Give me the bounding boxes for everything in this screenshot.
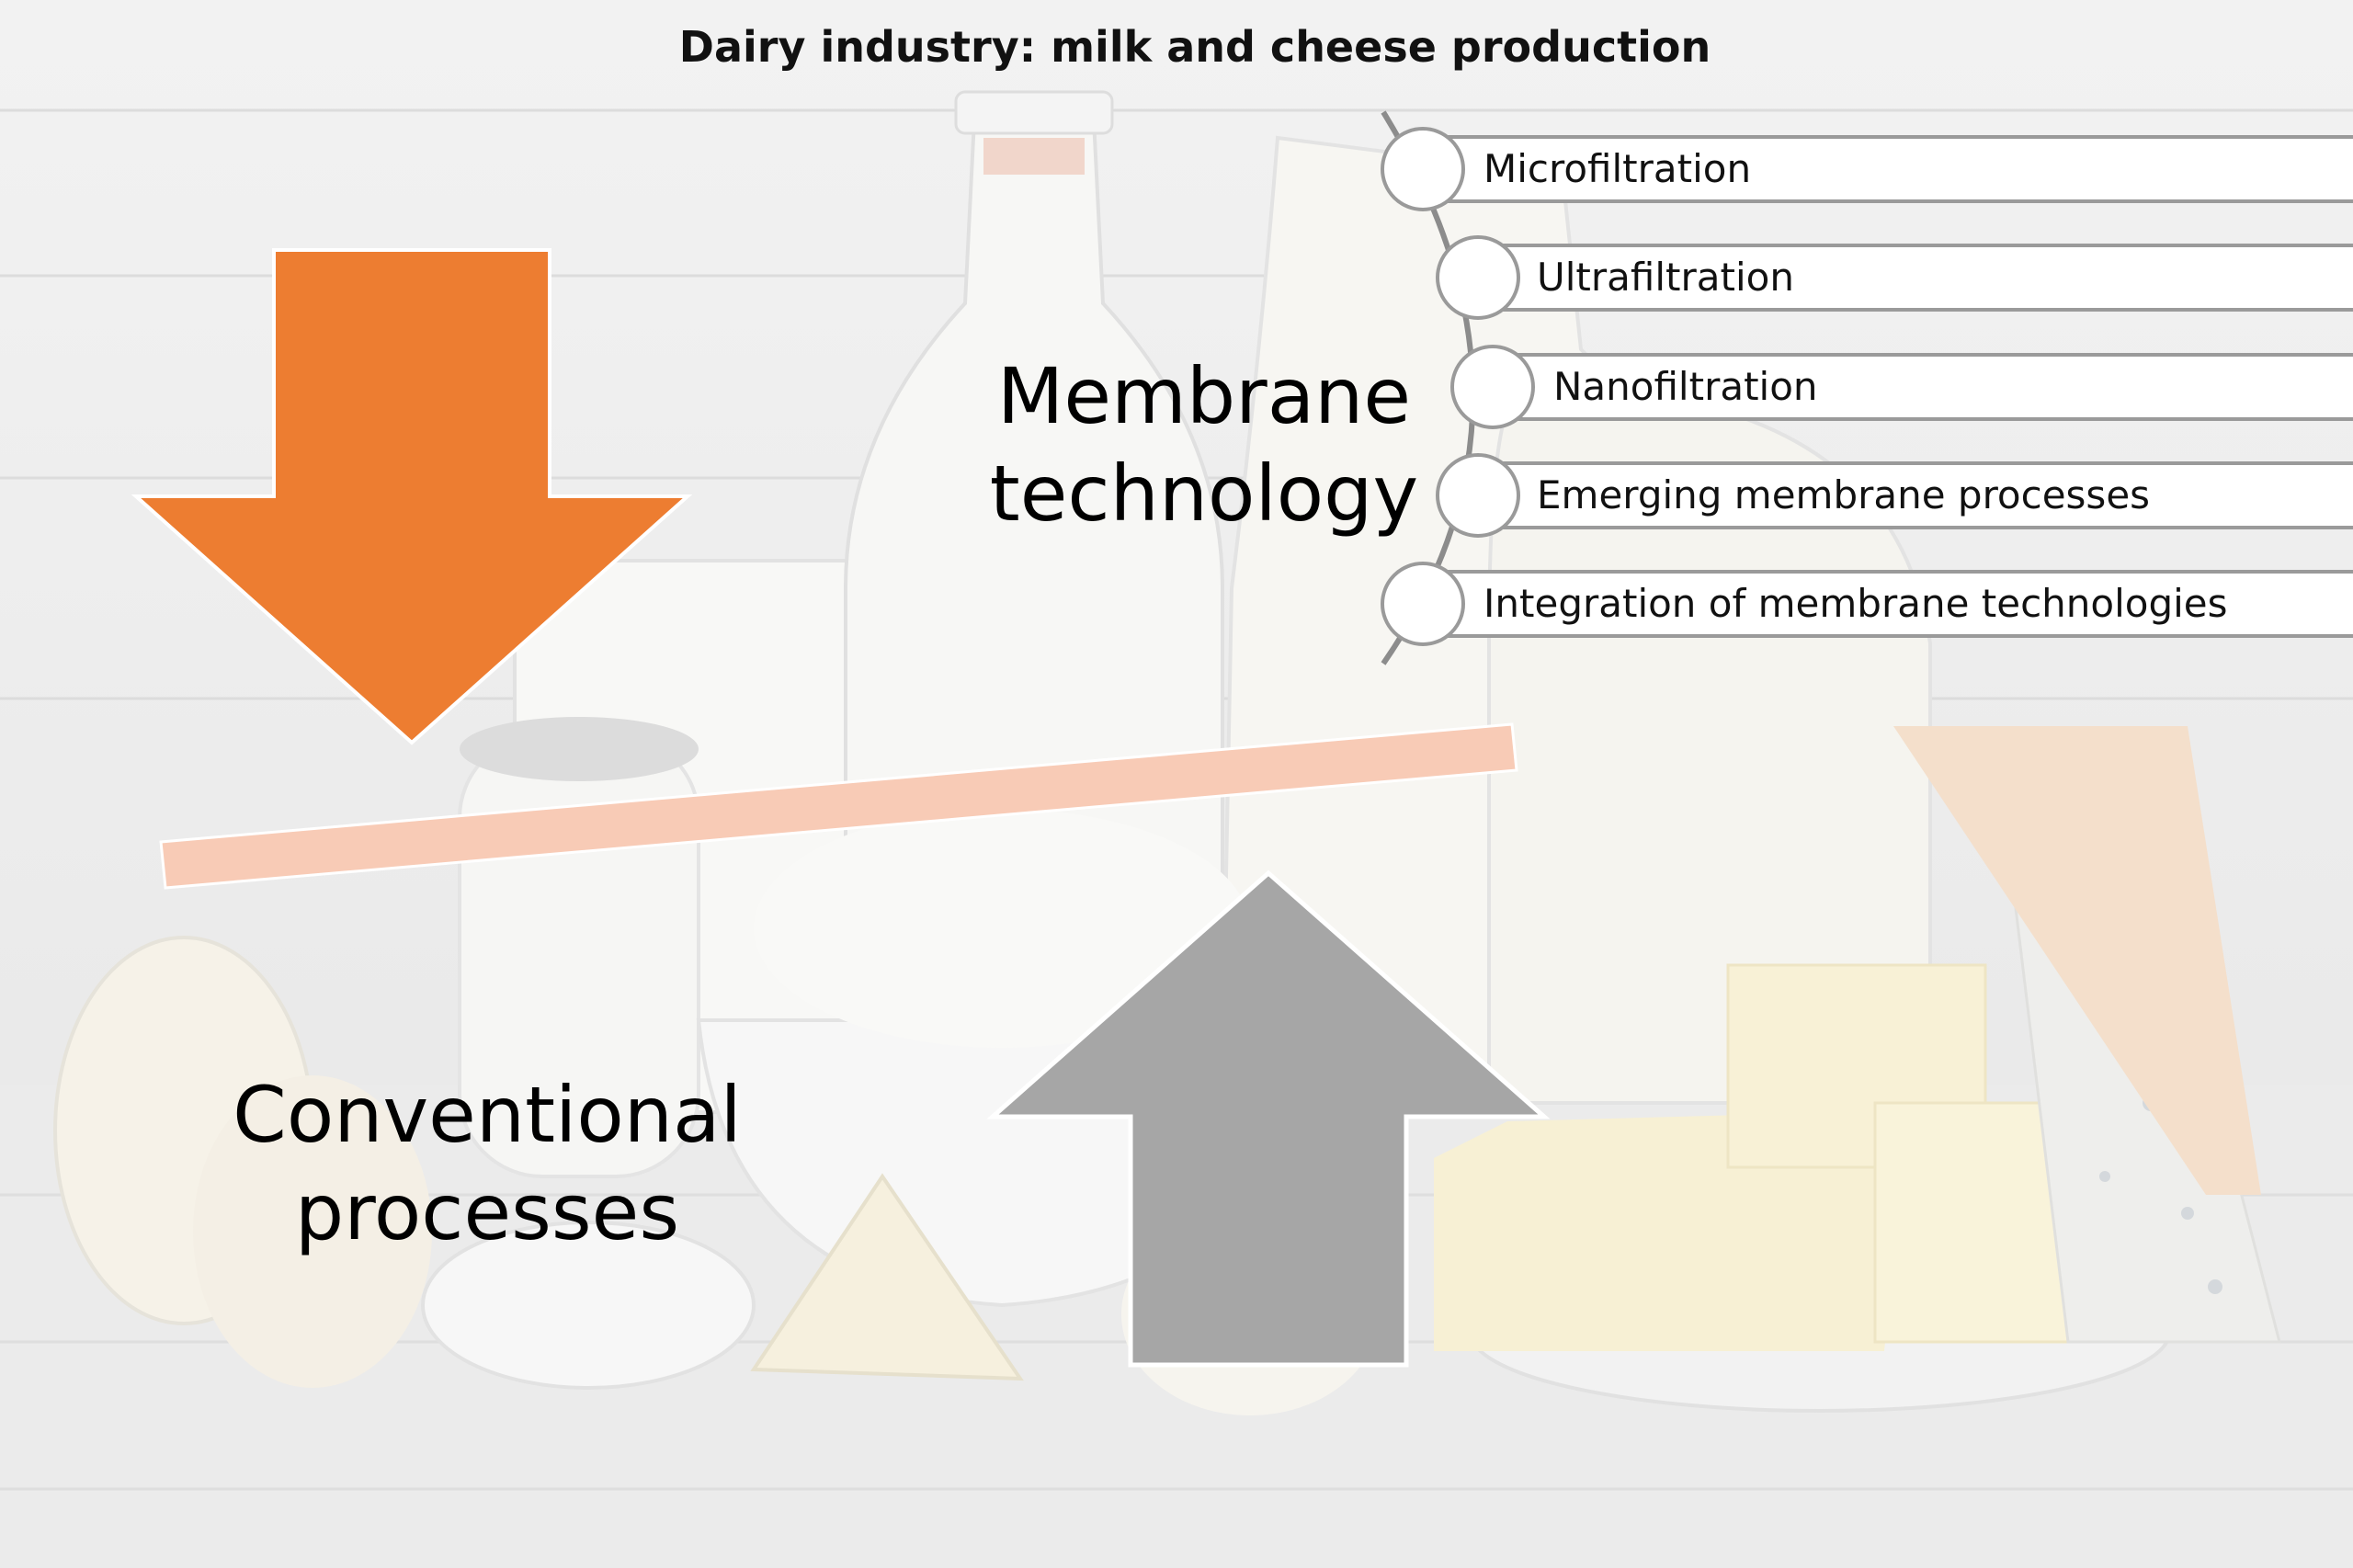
process-item-nanofiltration: Nanofiltration bbox=[1553, 364, 1818, 409]
process-item-ultrafiltration: Ultrafiltration bbox=[1537, 255, 1794, 300]
process-bar-1 bbox=[1427, 135, 2353, 203]
membrane-technology-label: Membrane technology bbox=[956, 347, 1452, 542]
process-bar-4 bbox=[1482, 461, 2353, 529]
conventional-label-line-1: Conventional bbox=[233, 1070, 742, 1160]
process-bar-2 bbox=[1482, 244, 2353, 312]
orange-down-arrow-icon bbox=[131, 248, 693, 745]
process-bar-5 bbox=[1427, 570, 2353, 638]
process-bullet-4 bbox=[1436, 453, 1520, 538]
conventional-processes-label: Conventional processes bbox=[211, 1066, 763, 1261]
process-bar-3 bbox=[1500, 353, 2353, 421]
process-bullet-3 bbox=[1450, 345, 1535, 429]
membrane-label-line-2: technology bbox=[989, 449, 1419, 539]
balance-beam bbox=[159, 722, 1518, 890]
process-item-emerging: Emerging membrane processes bbox=[1537, 472, 2151, 517]
conventional-label-line-2: processes bbox=[294, 1167, 680, 1257]
process-bullet-2 bbox=[1436, 235, 1520, 320]
process-bullet-1 bbox=[1381, 127, 1465, 211]
gray-up-arrow-icon bbox=[986, 869, 1551, 1368]
process-bullet-5 bbox=[1381, 562, 1465, 646]
process-item-integration: Integration of membrane technologies bbox=[1483, 581, 2228, 626]
diagram-title: Dairy industry: milk and cheese producti… bbox=[678, 22, 1711, 72]
membrane-label-line-1: Membrane bbox=[996, 351, 1412, 441]
process-item-microfiltration: Microfiltration bbox=[1483, 146, 1752, 191]
